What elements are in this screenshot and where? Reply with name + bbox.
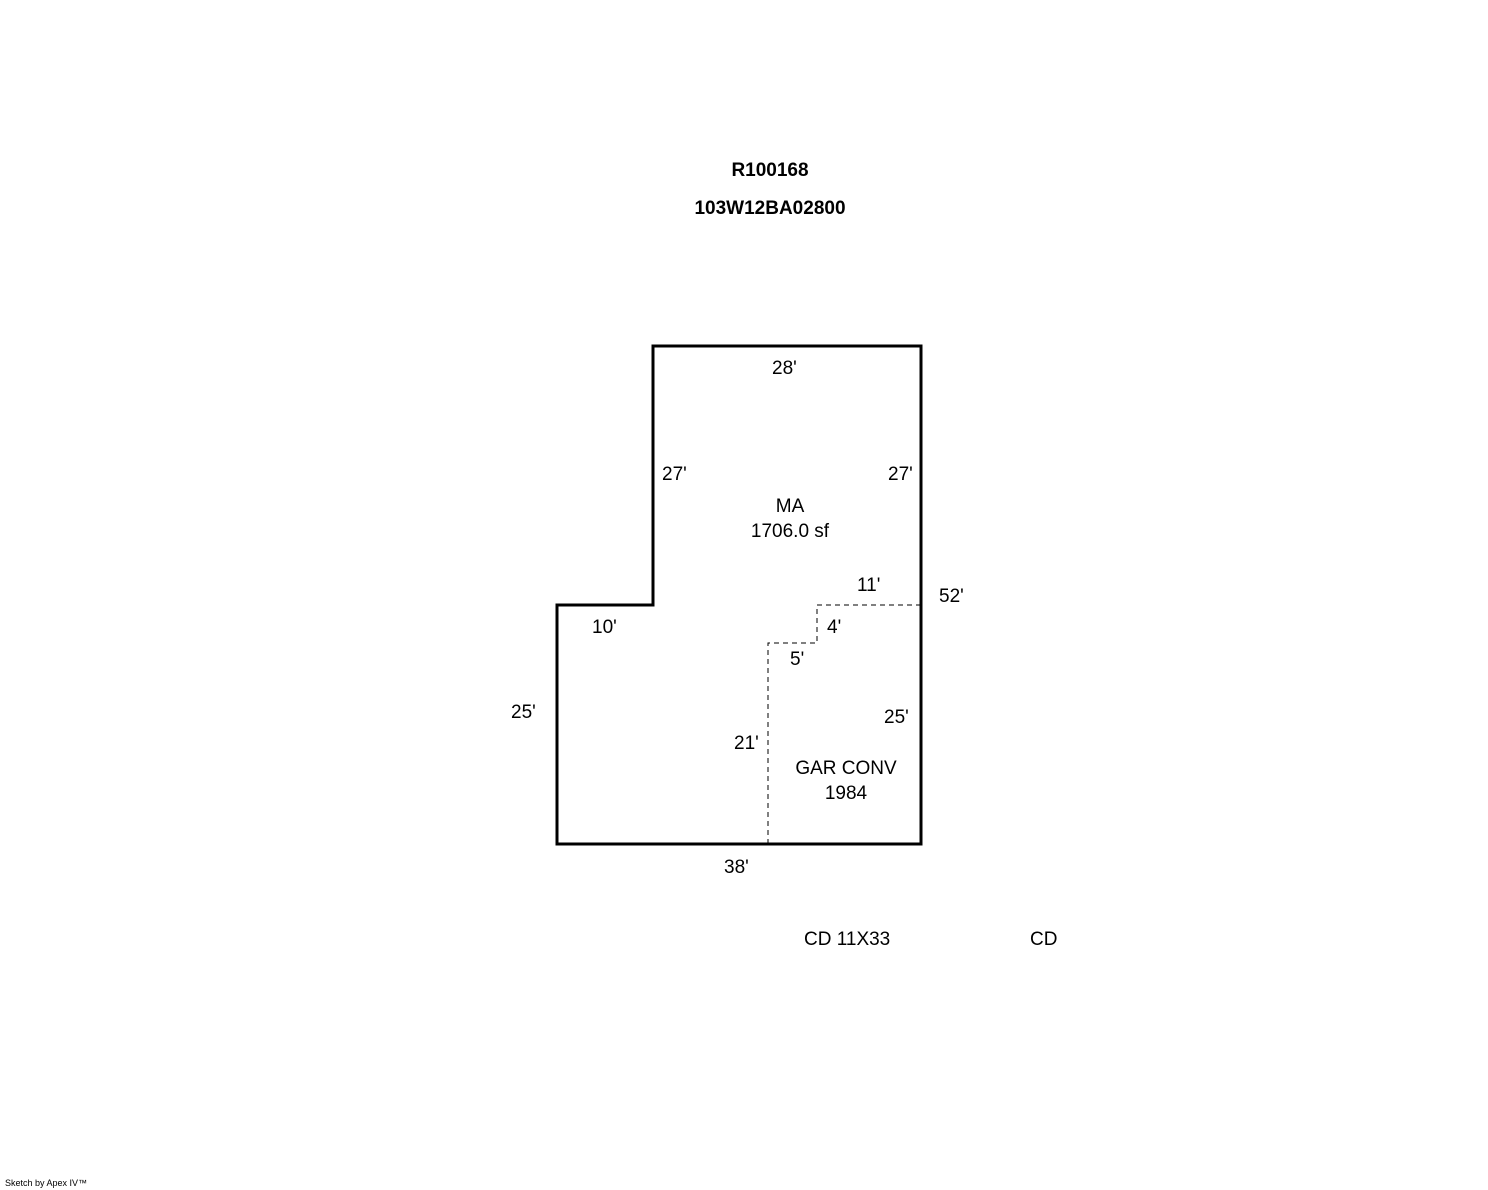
dim-main-left: 27' bbox=[662, 464, 687, 485]
garage-area-year: 1984 bbox=[824, 783, 868, 804]
account-id: R100168 bbox=[731, 160, 809, 181]
note-cd-size: CD 11X33 bbox=[804, 929, 891, 950]
dim-step-top: 11' bbox=[857, 575, 881, 596]
building-outline bbox=[555, 344, 923, 846]
garage-area-label: GAR CONV 1984 bbox=[786, 756, 906, 806]
main-area-code: MA bbox=[775, 496, 805, 517]
dim-lower-left: 25' bbox=[511, 702, 536, 723]
dim-garage-right: 25' bbox=[884, 707, 909, 728]
note-cd: CD bbox=[1030, 929, 1058, 950]
dim-step-vertical: 4' bbox=[827, 617, 842, 638]
main-area-size: 1706.0 sf bbox=[750, 521, 830, 542]
dim-notch: 10' bbox=[592, 617, 617, 638]
dim-overall-right: 52' bbox=[939, 586, 964, 607]
map-tax-lot: 103W12BA02800 bbox=[694, 198, 846, 219]
dim-step-horizontal: 5' bbox=[790, 649, 805, 670]
dim-top: 28' bbox=[772, 358, 797, 379]
sketch-credit: Sketch by Apex IV™ bbox=[5, 1178, 88, 1188]
dim-garage-left: 21' bbox=[734, 733, 759, 754]
main-area-label: MA 1706.0 sf bbox=[740, 494, 840, 544]
dim-bottom: 38' bbox=[724, 857, 749, 878]
dim-main-right: 27' bbox=[888, 464, 913, 485]
garage-area-code: GAR CONV bbox=[795, 758, 897, 779]
